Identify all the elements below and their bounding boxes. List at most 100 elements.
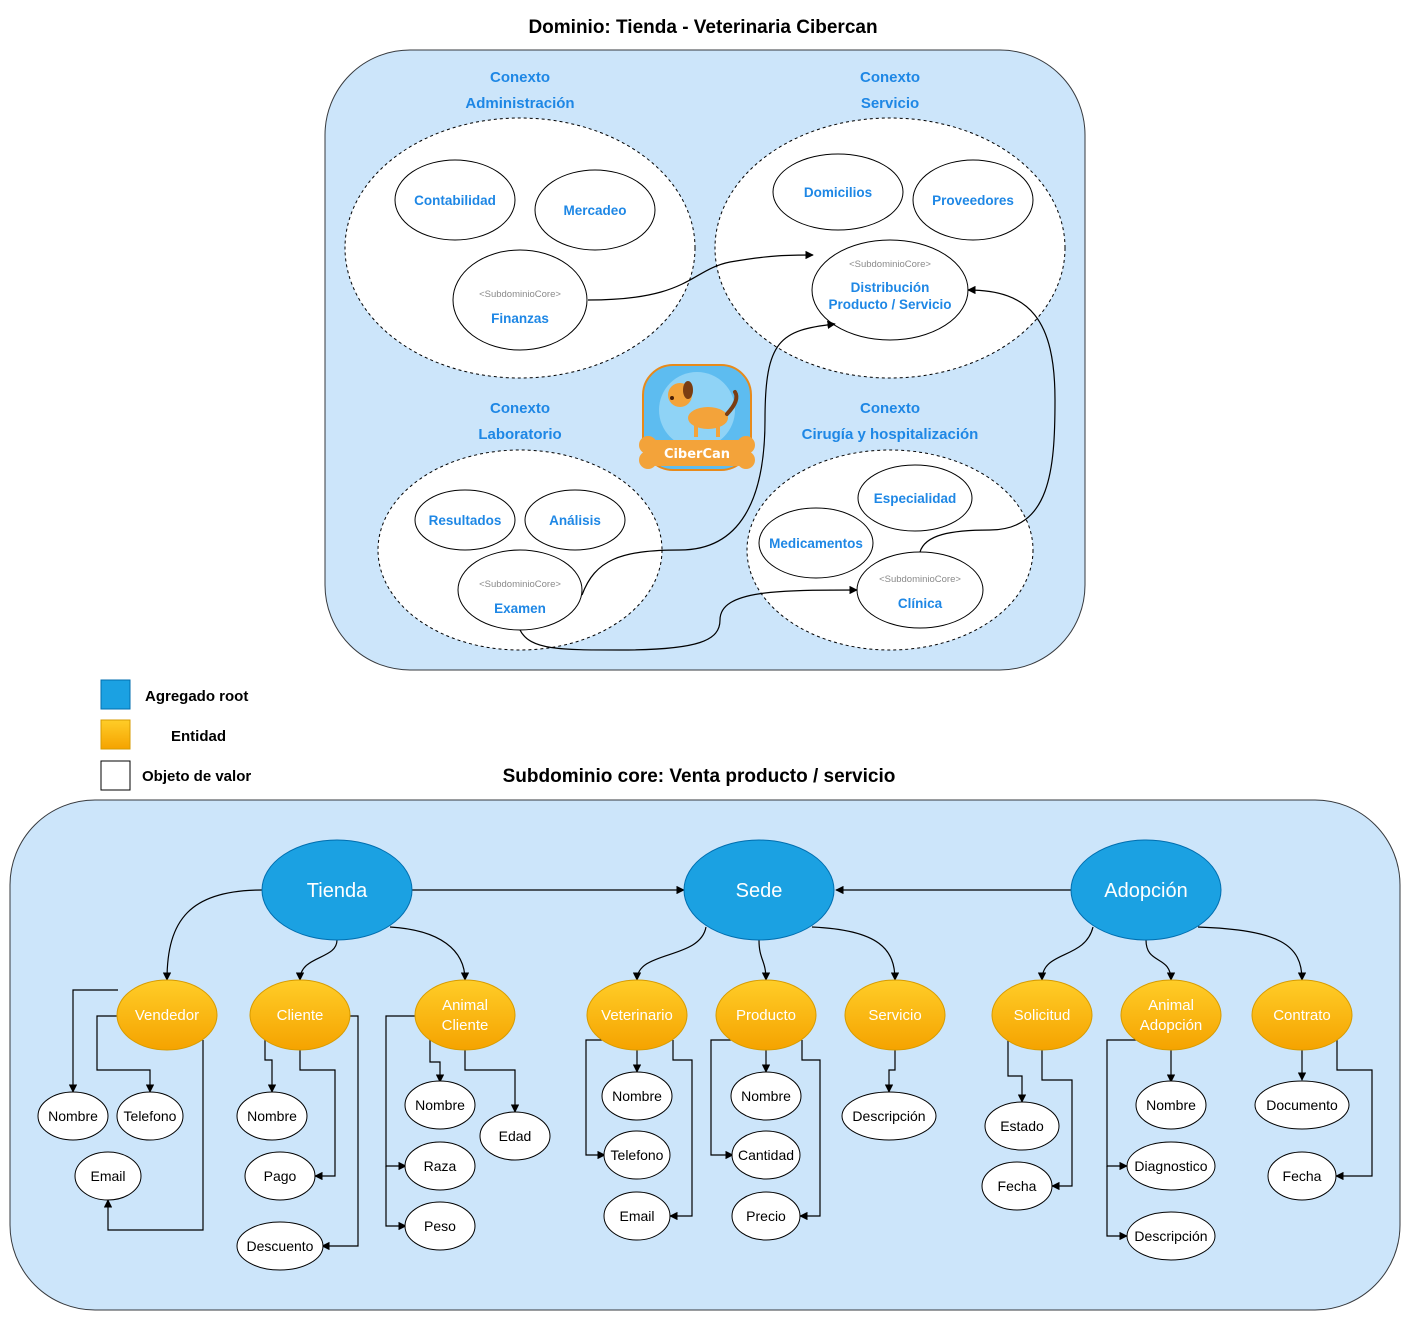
value-animal-cliente-raza[interactable] — [404, 1141, 476, 1191]
aggregate-tienda[interactable] — [261, 839, 413, 941]
entity-animal-adopcion-label-2: Adopción — [1140, 1017, 1203, 1034]
aggregate-adopcion[interactable] — [1070, 839, 1222, 941]
subdomain-medicamentos[interactable] — [758, 507, 874, 579]
core-examen-tag: <SubdominioCore> — [479, 579, 561, 590]
core-finanzas[interactable] — [452, 249, 588, 351]
edge-animal-adopcion-diagnostico — [1106, 1039, 1136, 1171]
value-producto-cantidad-label: Cantidad — [738, 1147, 794, 1163]
entity-solicitud-label: Solicitud — [1014, 1007, 1071, 1024]
core-clinica[interactable] — [856, 551, 984, 629]
subdomain-mercadeo[interactable] — [534, 169, 656, 251]
value-producto-precio[interactable] — [731, 1191, 801, 1241]
logo-dog-leg-2 — [716, 425, 720, 437]
entity-solicitud[interactable] — [991, 979, 1093, 1051]
value-solicitud-estado[interactable] — [984, 1101, 1060, 1151]
core-examen-label: Examen — [494, 601, 546, 616]
core-examen[interactable] — [457, 549, 583, 631]
value-solicitud-fecha[interactable] — [981, 1161, 1053, 1211]
value-servicio-descripcion[interactable] — [841, 1091, 937, 1141]
subdomain-contabilidad[interactable] — [394, 159, 516, 241]
value-veterinario-telefono[interactable] — [603, 1130, 671, 1180]
value-animal-cliente-nombre-label: Nombre — [415, 1097, 465, 1113]
entity-contrato[interactable] — [1251, 979, 1353, 1051]
core-finanzas-tag: <SubdominioCore> — [479, 289, 561, 300]
core-clinica-label: Clínica — [898, 596, 943, 611]
value-servicio-descripcion-label: Descripción — [852, 1108, 925, 1124]
entity-producto-label: Producto — [736, 1007, 796, 1024]
core-distribucion-label-2: Producto / Servicio — [828, 297, 951, 312]
value-animal-cliente-peso[interactable] — [404, 1201, 476, 1251]
edge-finanzas-distribucion — [587, 250, 814, 301]
value-solicitud-estado-label: Estado — [1000, 1118, 1044, 1134]
value-solicitud-fecha-label: Fecha — [998, 1178, 1037, 1194]
logo-dog-leg-1 — [694, 425, 698, 437]
entity-servicio[interactable] — [844, 979, 946, 1051]
edge-vendedor-telefono — [96, 1015, 155, 1093]
aggregate-roots: Tienda Sede Adopción — [261, 839, 1222, 941]
subdomain-especialidad[interactable] — [857, 464, 973, 532]
value-veterinario-email[interactable] — [603, 1191, 671, 1241]
core-finanzas-label: Finanzas — [491, 311, 549, 326]
entity-cliente[interactable] — [249, 979, 351, 1051]
context-cirugia: Conexto Cirugía y hospitalización Especi… — [746, 400, 1034, 651]
edge-animal-cliente-edad — [464, 1050, 520, 1113]
aggregate-sede[interactable] — [683, 839, 835, 941]
subdomain-domicilios[interactable] — [772, 153, 904, 231]
entity-veterinario[interactable] — [586, 979, 688, 1051]
context-laboratorio-label-2: Laboratorio — [478, 426, 561, 443]
value-vendedor-telefono[interactable] — [116, 1091, 184, 1141]
entity-contrato-label: Contrato — [1273, 1007, 1331, 1024]
entity-animal-cliente-label-2: Cliente — [442, 1017, 489, 1034]
subdomain-resultados[interactable] — [414, 489, 516, 551]
value-animal-adopcion-diagnostico[interactable] — [1126, 1141, 1216, 1191]
value-cliente-nombre[interactable] — [236, 1091, 308, 1141]
legend-entity-label: Entidad — [171, 728, 226, 745]
value-vendedor-email[interactable] — [74, 1151, 142, 1201]
edge-sede-veterinario — [632, 926, 707, 981]
value-animal-cliente-nombre[interactable] — [404, 1080, 476, 1130]
value-animal-cliente-peso-label: Peso — [424, 1218, 456, 1234]
subdomain-analisis[interactable] — [524, 489, 626, 551]
entity-producto[interactable] — [715, 979, 817, 1051]
logo-dog-ear — [683, 381, 693, 399]
entity-vendedor[interactable] — [116, 979, 218, 1051]
context-cirugia-label-1: Conexto — [860, 400, 920, 417]
value-contrato-fecha-label: Fecha — [1283, 1168, 1322, 1184]
subdomain-resultados-label: Resultados — [429, 513, 502, 528]
context-administracion-label-2: Administración — [465, 95, 574, 112]
value-contrato-fecha[interactable] — [1267, 1151, 1337, 1201]
edge-veterinario-email — [669, 1040, 693, 1221]
value-animal-cliente-edad[interactable] — [479, 1111, 551, 1161]
edge-solicitud-fecha — [1041, 1050, 1073, 1191]
value-vendedor-email-label: Email — [90, 1168, 125, 1184]
context-administracion: Conexto Administración Contabilidad Merc… — [344, 69, 696, 379]
subdomain-proveedores[interactable] — [912, 159, 1034, 241]
value-contrato-documento[interactable] — [1254, 1080, 1350, 1130]
value-producto-nombre[interactable] — [730, 1071, 802, 1121]
entity-animal-adopcion[interactable] — [1120, 979, 1222, 1051]
edge-producto-precio — [799, 1040, 821, 1221]
value-animal-adopcion-nombre[interactable] — [1135, 1080, 1207, 1130]
edge-clinica-distribucion — [919, 285, 1056, 553]
entity-animal-cliente[interactable] — [414, 979, 516, 1051]
value-producto-cantidad[interactable] — [731, 1130, 801, 1180]
value-veterinario-nombre[interactable] — [601, 1071, 673, 1121]
value-animal-adopcion-nombre-label: Nombre — [1146, 1097, 1196, 1113]
subdomain-mercadeo-label: Mercadeo — [563, 203, 626, 218]
domain-title: Dominio: Tienda - Veterinaria Cibercan — [528, 17, 877, 38]
value-cliente-descuento[interactable] — [236, 1221, 324, 1271]
edge-adopcion-animal-adopcion — [1145, 939, 1176, 981]
value-vendedor-nombre[interactable] — [37, 1091, 109, 1141]
edge-adopcion-contrato — [1197, 926, 1307, 981]
legend-entity-swatch — [100, 719, 131, 750]
value-animal-adopcion-descripcion[interactable] — [1126, 1211, 1216, 1261]
edge-producto-cantidad — [710, 1039, 734, 1160]
value-cliente-pago[interactable] — [244, 1151, 316, 1201]
value-animal-cliente-edad-label: Edad — [499, 1128, 532, 1144]
value-cliente-pago-label: Pago — [264, 1168, 297, 1184]
value-producto-nombre-label: Nombre — [741, 1088, 791, 1104]
value-cliente-descuento-label: Descuento — [247, 1238, 314, 1254]
context-servicio-label-1: Conexto — [860, 69, 920, 86]
edge-contrato-fecha — [1335, 1040, 1373, 1181]
